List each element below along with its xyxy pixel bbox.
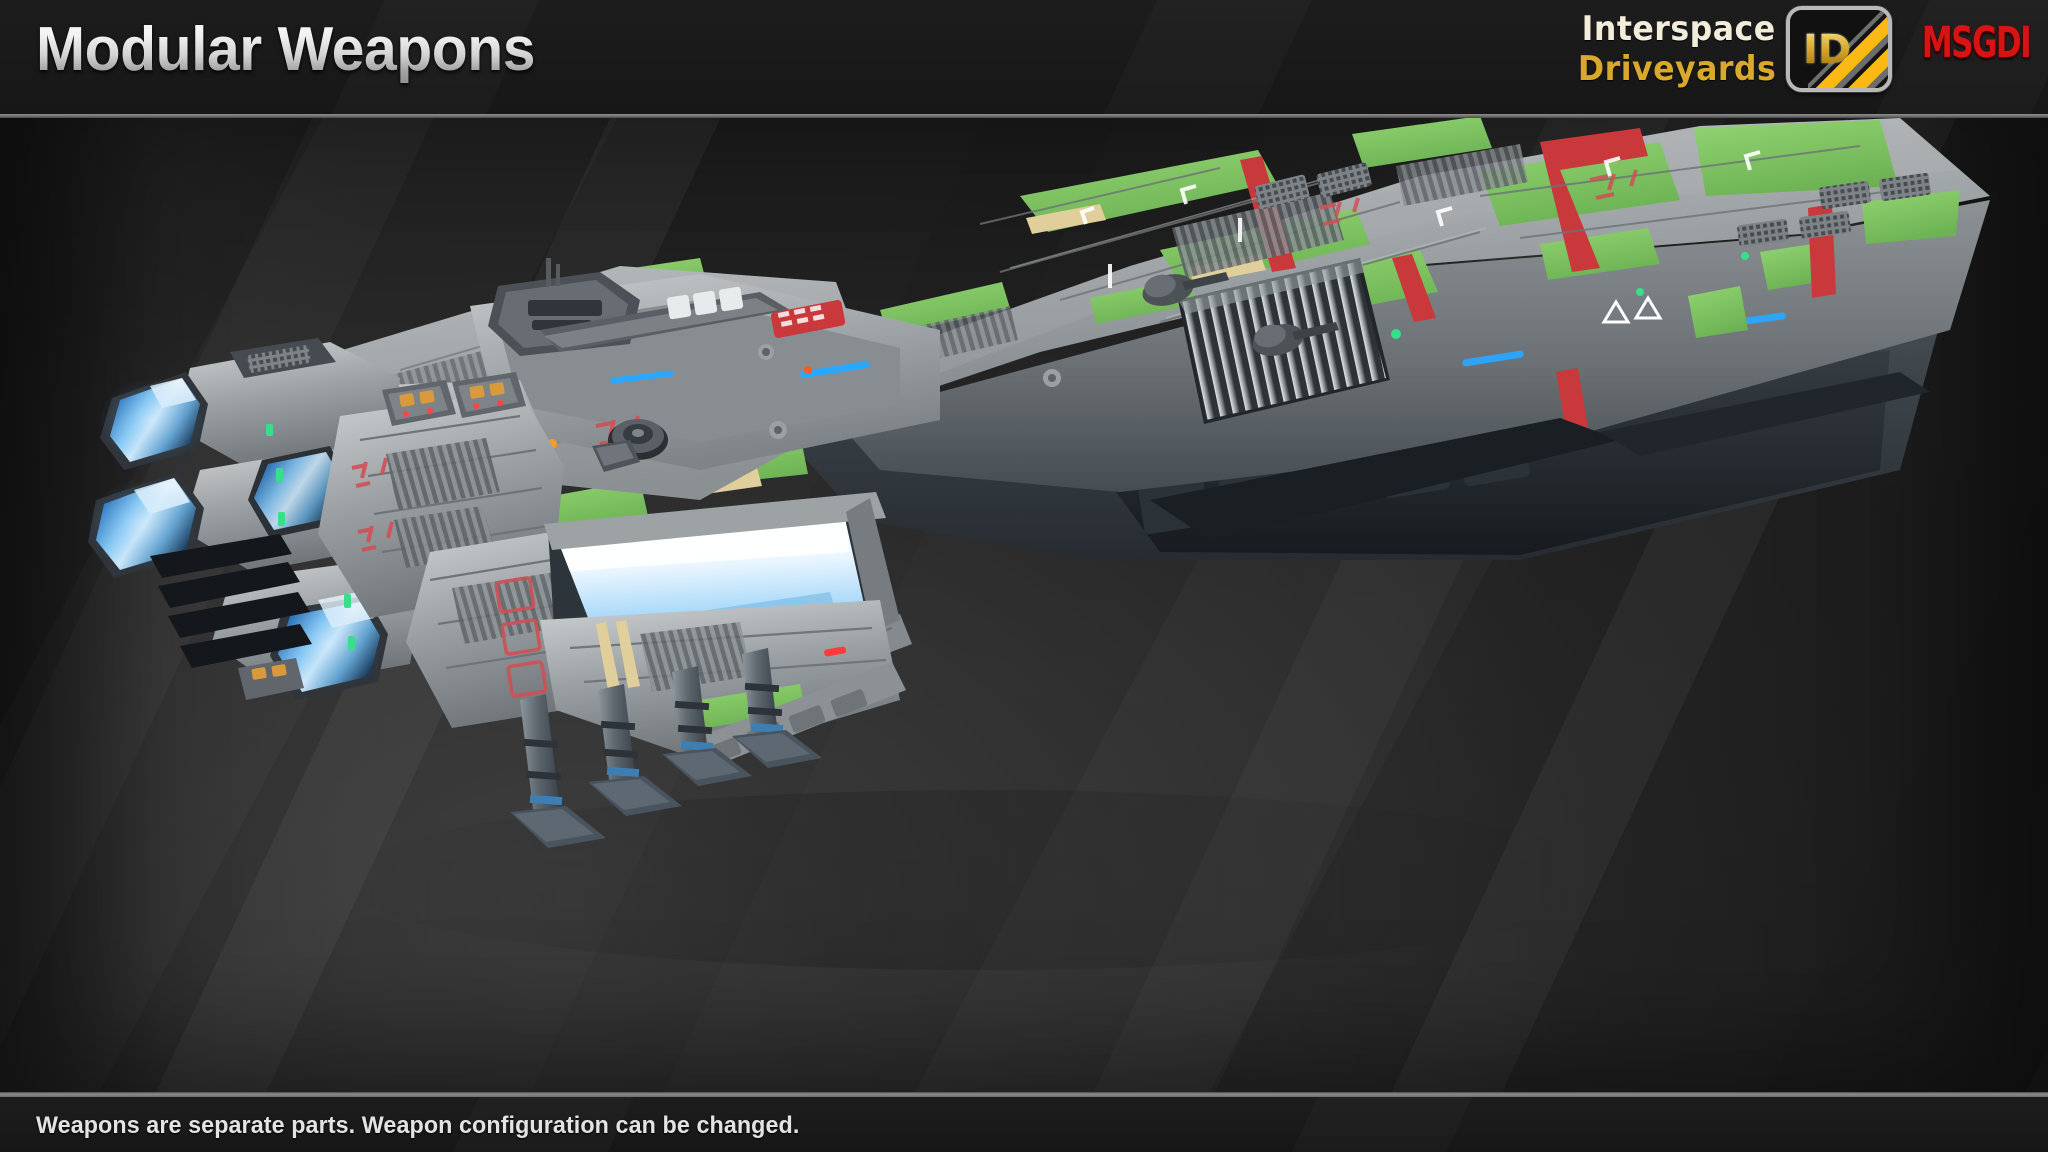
brand-wordmark: Interspace Driveyards bbox=[1563, 12, 1776, 86]
badge-stripe-mask bbox=[1790, 10, 1888, 88]
page-title: Modular Weapons bbox=[36, 15, 536, 84]
header-divider bbox=[0, 114, 2048, 118]
brand-logo: Interspace Driveyards ID bbox=[1563, 6, 1892, 92]
brand-line-driveyards: Driveyards bbox=[1577, 49, 1776, 89]
msgdi-logo: MSGDI bbox=[1921, 18, 2032, 68]
footer-divider bbox=[0, 1092, 2048, 1097]
id-badge-icon: ID bbox=[1786, 6, 1892, 92]
footer-streaks bbox=[0, 1093, 2048, 1152]
badge-id-text: ID bbox=[1803, 27, 1852, 73]
header-bar bbox=[0, 0, 2048, 118]
footer-bar bbox=[0, 1093, 2048, 1152]
header-streaks bbox=[0, 0, 2048, 118]
caption-text: Weapons are separate parts. Weapon confi… bbox=[36, 1112, 800, 1139]
brand-line-interspace: Interspace bbox=[1581, 9, 1776, 49]
